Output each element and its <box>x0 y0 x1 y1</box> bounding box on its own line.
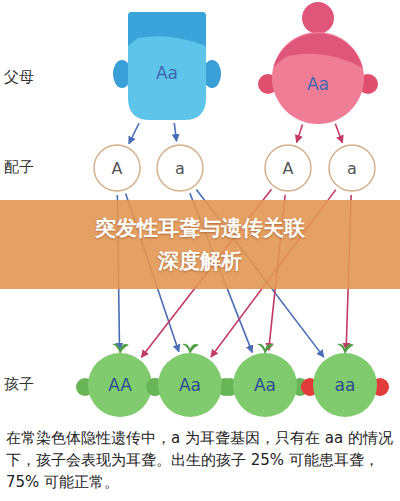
child-head: aa <box>313 353 377 417</box>
face <box>88 353 152 417</box>
genotype-text: AA <box>108 375 132 395</box>
inheritance-arrow <box>297 124 303 142</box>
mother-head: Aa <box>272 32 364 124</box>
hair <box>128 12 206 46</box>
gamete-circle: a <box>156 144 204 192</box>
genotype-text: a <box>347 159 357 178</box>
genotype-text: Aa <box>179 375 201 395</box>
row-label: 配子 <box>4 158 34 177</box>
child-head: Aa <box>233 353 297 417</box>
father-head: Aa <box>128 12 206 120</box>
face <box>158 353 222 417</box>
gamete-circle: a <box>328 144 376 192</box>
gamete-outline <box>329 145 375 191</box>
genotype-text: A <box>283 159 294 178</box>
gamete-outline <box>265 145 311 191</box>
genotype-text: Aa <box>254 375 276 395</box>
gamete-circle: A <box>93 144 141 192</box>
hair-bun <box>302 2 334 34</box>
face <box>313 353 377 417</box>
genotype-text: a <box>175 159 185 178</box>
caption: 在常染色体隐性遗传中，a 为耳聋基因，只有在 aa 的情况下，孩子会表现为耳聋。… <box>6 428 394 493</box>
row-label: 父母 <box>4 68 34 87</box>
genotype-text: Aa <box>307 62 329 94</box>
title-banner: 突发性耳聋与遗传关联深度解析 <box>0 200 400 289</box>
genotype-text: aa <box>335 375 356 395</box>
gamete-outline <box>94 145 140 191</box>
face <box>233 353 297 417</box>
genotype-text: Aa <box>156 49 178 83</box>
genotype-text: A <box>112 159 123 178</box>
inheritance-arrow <box>129 123 139 144</box>
inheritance-arrow <box>335 124 342 143</box>
hair <box>273 33 362 68</box>
face <box>272 32 364 124</box>
gamete-outline <box>157 145 203 191</box>
row-label: 孩子 <box>4 375 34 394</box>
inheritance-arrow <box>174 123 176 141</box>
face <box>128 12 206 120</box>
child-head: AA <box>88 353 152 417</box>
gamete-circle: A <box>264 144 312 192</box>
child-head: Aa <box>158 353 222 417</box>
